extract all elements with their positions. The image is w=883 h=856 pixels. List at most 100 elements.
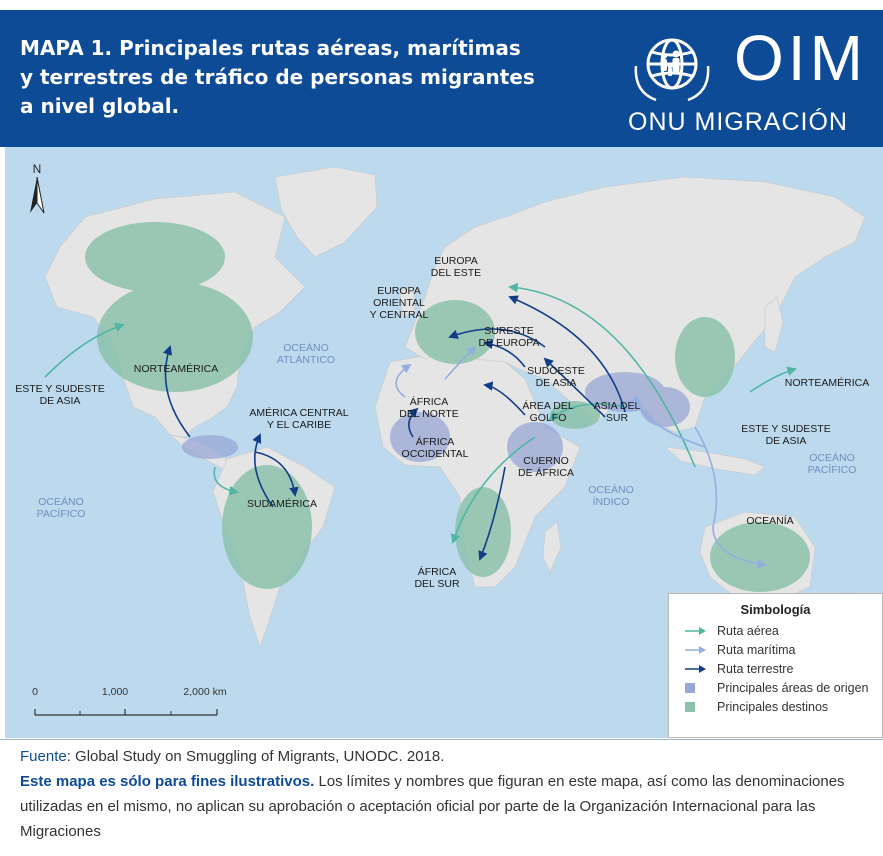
title-line: y terrestres de tráfico de personas migr… (20, 65, 535, 89)
destination-area (550, 401, 600, 429)
destination-swatch-icon (683, 701, 709, 713)
land-japan (764, 296, 784, 353)
land-route (252, 433, 274, 508)
north-label: N (33, 162, 42, 176)
land-eurasia (404, 176, 866, 433)
legend-item: Ruta aérea (669, 621, 882, 640)
destination-area (97, 282, 253, 392)
disclaimer: Este mapa es sólo para fines ilustrativo… (0, 769, 880, 844)
destination-area (675, 317, 735, 397)
air-route-arrow-icon (683, 625, 709, 637)
land-route (408, 407, 419, 438)
title-line: MAPA 1. Principales rutas aéreas, maríti… (20, 36, 521, 60)
land-route (483, 339, 526, 368)
legend-label: Ruta marítima (717, 642, 796, 657)
land-route (508, 295, 626, 413)
title-line: a nivel global. (20, 94, 180, 118)
land-uk (399, 284, 416, 318)
origin-swatch-icon (683, 682, 709, 694)
source-text: : Global Study on Smuggling of Migrants,… (66, 748, 445, 765)
map-canvas: N (5, 147, 883, 738)
destination-area (222, 465, 312, 589)
footer: Fuente: Global Study on Smuggling of Mig… (0, 739, 883, 856)
maritime-route-arrow-icon (683, 644, 709, 656)
land-route-arrow-icon (683, 663, 709, 675)
legend-item: Principales áreas de origen (669, 678, 882, 697)
origin-area (390, 412, 450, 462)
scale-bar: 0 1,000 2,000 km (32, 686, 227, 716)
legend-label: Ruta terrestre (717, 661, 794, 676)
air-route (213, 466, 239, 496)
maritime-route (395, 363, 412, 398)
destination-area (85, 222, 225, 292)
origin-area (640, 387, 690, 427)
land-route (448, 328, 546, 348)
origin-area (507, 422, 563, 472)
legend-box: Simbología Ruta aérea Ruta marítima Ruta… (668, 593, 883, 738)
north-arrow-icon: N (30, 162, 45, 214)
land-madagascar (542, 521, 562, 573)
scale-label: 1,000 (102, 686, 128, 698)
air-routes (44, 282, 797, 544)
disclaimer-text: Los límites y nombres que figuran en est… (20, 773, 845, 840)
region-label: NORTEAMÉRICA (134, 362, 218, 375)
un-emblem-icon (634, 38, 710, 102)
oim-logo: OIM ONU MIGRACIÓN (626, 22, 866, 138)
region-label: SUDAMÉRICA (247, 497, 317, 510)
legend-label: Ruta aérea (717, 623, 779, 638)
map-title: MAPA 1. Principales rutas aéreas, maríti… (20, 34, 580, 121)
destination-area (455, 487, 511, 577)
origin-area (182, 435, 238, 459)
legend-item: Ruta terrestre (669, 659, 882, 678)
maritime-route (694, 426, 767, 569)
destination-area (710, 522, 810, 592)
disclaimer-bold: Este mapa es sólo para fines ilustrativo… (20, 773, 315, 790)
air-route (450, 436, 536, 544)
air-route (548, 403, 626, 421)
origin-areas (182, 372, 690, 472)
legend-label: Principales destinos (717, 699, 829, 714)
world-map: N (5, 147, 883, 738)
air-route (44, 322, 125, 378)
land-greenland (274, 166, 378, 258)
maritime-route (632, 395, 706, 448)
source-line: Fuente: Global Study on Smuggling of Mig… (0, 744, 880, 769)
scale-label: 0 (32, 686, 38, 698)
air-route (508, 282, 696, 468)
land-route (163, 345, 191, 438)
land-route (543, 357, 606, 418)
region-label: OCEANÍA (746, 514, 793, 527)
legend-item: Principales destinos (669, 697, 882, 716)
legend-item: Ruta marítima (669, 640, 882, 659)
header-banner: MAPA 1. Principales rutas aéreas, maríti… (0, 10, 883, 147)
land-route (254, 451, 299, 497)
logo-subtitle: ONU MIGRACIÓN (628, 108, 848, 136)
land-africa (374, 351, 581, 588)
source-label: Fuente (20, 748, 67, 765)
maritime-route (444, 345, 477, 380)
maritime-routes (395, 345, 767, 569)
legend-label: Principales áreas de origen (717, 680, 869, 695)
land-route (478, 466, 506, 561)
scale-label: 2,000 km (183, 686, 226, 698)
logo-wordmark: OIM (734, 22, 867, 94)
region-label: NORTEAMÉRICA (785, 376, 869, 389)
land-routes (163, 295, 626, 561)
legend-title: Simbología (740, 602, 811, 617)
